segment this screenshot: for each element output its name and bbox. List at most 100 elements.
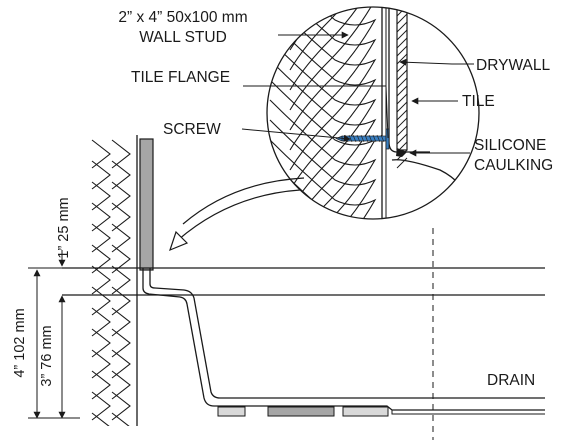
wood-grain-mark (111, 370, 131, 400)
screw-thread (356, 134, 361, 143)
wood-grain-mark (111, 328, 131, 358)
wall-stud-label-line1: 2” x 4” 50x100 mm (118, 9, 247, 26)
wood-grain-mark (111, 286, 131, 316)
wood-grain-mark (269, 39, 377, 211)
wood-grain-mark (91, 244, 111, 274)
tile-hatch-line (396, 69, 408, 81)
wood-grain-mark (269, 139, 377, 219)
wood-grain-mark (111, 265, 131, 295)
wood-grain-mark (111, 244, 131, 274)
drywall-leader (399, 58, 474, 66)
tile-hatch-line (396, 133, 408, 145)
callout-arrow (177, 189, 301, 241)
wood-grain-mark (91, 286, 111, 316)
detail-base-curve (391, 159, 461, 186)
tile-hatch-line (396, 101, 408, 113)
wood-grain-mark (91, 181, 111, 211)
screw-thread (352, 134, 357, 143)
wood-grain-mark (269, 19, 377, 191)
drywall-and-tile-section (139, 138, 154, 271)
tile-hatch-line (396, 13, 408, 25)
tile-hatch-line (396, 21, 408, 33)
wood-grain-mark (111, 139, 131, 169)
screw-thread (364, 134, 369, 143)
screw-thread (360, 134, 365, 143)
drain-label: DRAIN (487, 372, 535, 389)
drain-step (391, 410, 545, 415)
wood-grain-mark (91, 370, 111, 400)
total-height-label: 4” 102 mm (12, 308, 28, 377)
dimension-lines (28, 250, 80, 419)
tile-label: TILE (462, 93, 495, 110)
wood-grain-mark (91, 391, 111, 421)
screw-thread (372, 134, 377, 143)
tile-hatch-line (396, 45, 408, 57)
detail-circle (266, 6, 480, 220)
screw-thread (380, 134, 385, 143)
tile-hatch-line (396, 77, 408, 89)
screw-icon (335, 128, 390, 150)
wood-grain-mark (111, 391, 131, 421)
wood-grain-mark (91, 265, 111, 295)
wood-grain-mark (269, 7, 377, 131)
tile-flange-label: TILE FLANGE (131, 69, 230, 86)
wall-stud-section (91, 135, 138, 426)
tile-hatch-line (396, 29, 408, 41)
tile-hatch-line (396, 157, 408, 169)
wood-grain-mark (91, 328, 111, 358)
silicone-caulking-bead (396, 148, 407, 157)
support-foot (217, 406, 246, 417)
base-profile-outer (142, 268, 545, 411)
base-profile-inner (149, 268, 545, 399)
tile-hatch-line (396, 117, 408, 129)
screw-thread (368, 134, 373, 143)
wood-grain-mark (111, 223, 131, 253)
caulking-label: CAULKING (474, 157, 553, 174)
wood-grain-mark (111, 412, 130, 426)
wood-grain-mark (269, 119, 377, 219)
wood-grain-mark (111, 181, 131, 211)
wood-grain-mark (111, 349, 131, 379)
tile-hatch-line (396, 93, 408, 105)
callout-arrowhead (169, 230, 189, 252)
wall-stud-grain (91, 139, 131, 426)
silicone-label: SILICONE (474, 137, 546, 154)
wood-grain-mark (269, 7, 377, 171)
wall-tile (139, 138, 154, 271)
wood-grain-mark (91, 349, 111, 379)
screw-leader (241, 128, 351, 142)
wood-grain-mark (111, 202, 131, 232)
wood-grain-mark (91, 139, 111, 169)
support-foot (267, 406, 335, 417)
shower-base (62, 228, 545, 440)
wood-grain-mark (91, 223, 111, 253)
screw-thread (376, 134, 381, 143)
tile-hatch-line (396, 37, 408, 49)
detail-stud-grain (269, 7, 377, 219)
wood-grain-mark (269, 7, 377, 111)
wood-grain-mark (91, 160, 111, 190)
wood-grain-mark (111, 160, 131, 190)
inner-height-label: 3” 76 mm (39, 325, 55, 386)
tile-hatch-line (396, 109, 408, 121)
wall-stud-label-line2: WALL STUD (139, 29, 227, 46)
callout-arrow-upper (182, 177, 305, 225)
wood-grain-mark (269, 199, 377, 219)
wood-grain-mark (111, 307, 131, 337)
tile-hatch-line (396, 125, 408, 137)
wood-grain-mark (269, 59, 377, 219)
support-foot (342, 406, 389, 417)
detail-tile-flange (388, 7, 430, 153)
wood-grain-mark (269, 7, 377, 91)
wood-grain-mark (269, 99, 377, 219)
tile-hatch-line (396, 7, 408, 9)
flange-height-label: 1” 25 mm (56, 197, 72, 258)
screw-label: SCREW (163, 121, 221, 138)
leader-lines (241, 31, 474, 157)
drywall-label: DRYWALL (476, 57, 550, 74)
wood-grain-mark (91, 202, 111, 232)
tile-flange-leader (243, 85, 389, 139)
tile-hatch-line (396, 85, 408, 97)
detail-magnifier (266, 6, 480, 220)
